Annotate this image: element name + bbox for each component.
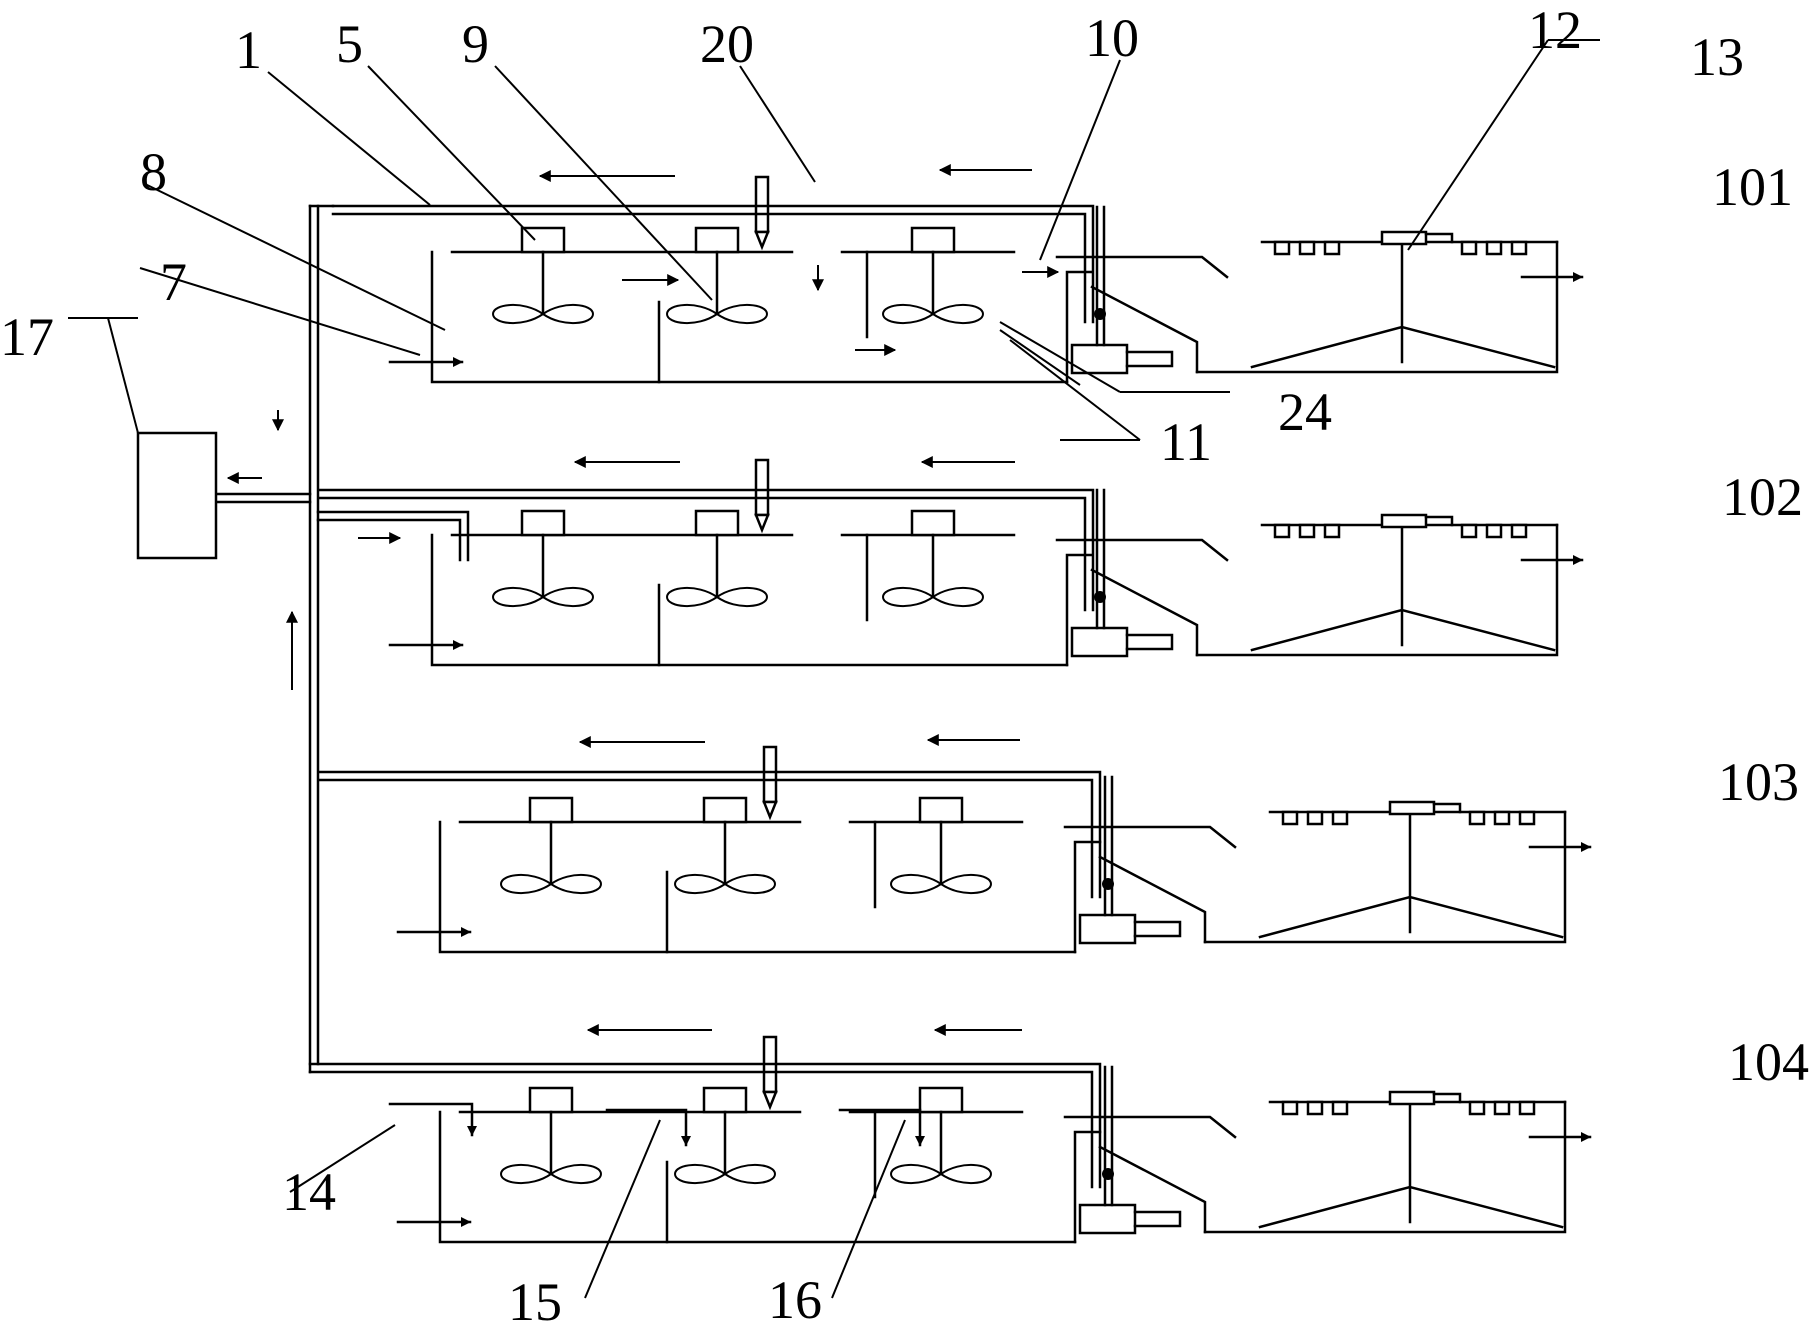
label-12: 12: [1528, 0, 1582, 60]
label-14: 14: [282, 1162, 336, 1222]
label-1: 1: [235, 20, 262, 80]
label-103: 103: [1718, 752, 1799, 812]
label-102: 102: [1722, 467, 1803, 527]
label-11: 11: [1160, 412, 1212, 472]
label-16: 16: [768, 1270, 822, 1328]
label-104: 104: [1728, 1032, 1809, 1092]
leader-lines: [68, 39, 1600, 1299]
treatment-unit-104: [398, 1037, 1590, 1242]
label-17: 17: [0, 307, 54, 367]
label-5: 5: [336, 14, 363, 74]
label-9: 9: [462, 14, 489, 74]
label-101: 101: [1712, 157, 1793, 217]
external-unit-box: [136, 431, 218, 560]
treatment-unit-101: [390, 177, 1582, 382]
treatment-unit-103: [398, 747, 1590, 952]
label-8: 8: [140, 142, 167, 202]
label-10: 10: [1085, 8, 1139, 68]
label-13: 13: [1690, 27, 1744, 87]
label-24: 24: [1278, 382, 1332, 442]
side-feed-lines: [388, 1102, 925, 1147]
label-15: 15: [508, 1272, 562, 1328]
label-7: 7: [160, 252, 187, 312]
label-20: 20: [700, 14, 754, 74]
return-pipe-network: [214, 204, 1102, 1189]
flow-direction-arrows: [226, 164, 1060, 1036]
